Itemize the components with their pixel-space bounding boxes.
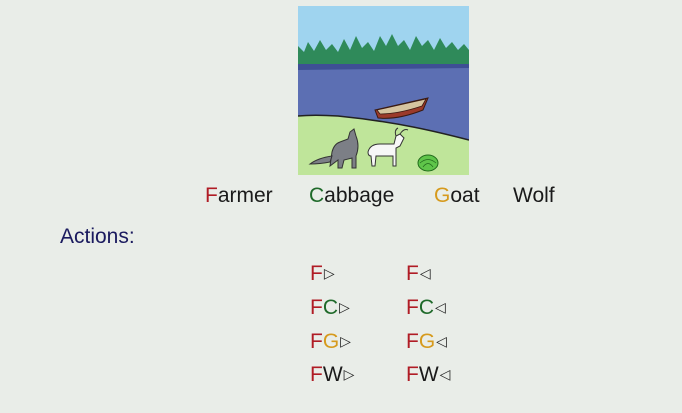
action-passenger-letter: C [418,296,434,319]
triangle-left-icon: ◁ [419,265,431,281]
triangle-right-icon: ▷ [323,265,335,281]
cabbage-initial: C [309,184,325,207]
action-farmer-letter: F [310,296,323,319]
actions-heading: Actions: [60,225,135,248]
action-f-left: F◁ [406,262,431,286]
legend: Farmer Cabbage Goat Wolf [0,184,682,214]
legend-goat: Goat [434,184,480,208]
goat-icon [367,127,409,167]
triangle-left-icon: ◁ [439,366,451,382]
goat-initial: G [434,184,451,207]
action-passenger-letter: G [322,330,340,353]
legend-cabbage: Cabbage [309,184,394,208]
action-fw-left: FW◁ [406,363,450,387]
action-passenger-letter: G [418,330,436,353]
action-fg-left: FG◁ [406,330,447,354]
triangle-left-icon: ◁ [435,299,446,315]
action-farmer-letter: F [310,363,323,386]
action-passenger-letter: C [322,296,338,319]
legend-wolf: Wolf [513,184,555,208]
triangle-right-icon: ▷ [340,333,351,349]
action-farmer-letter: F [310,330,323,353]
triangle-right-icon: ▷ [343,366,355,382]
cabbage-icon [417,154,439,172]
boat-icon [374,97,429,119]
action-passenger-letter: W [418,363,439,386]
farmer-initial: F [205,184,218,207]
action-farmer-letter: F [406,262,419,285]
action-farmer-letter: F [406,330,419,353]
goat-label-rest: oat [450,184,480,207]
action-fg-right: FG▷ [310,330,351,354]
action-farmer-letter: F [310,262,323,285]
wolf-icon [308,128,359,169]
action-fc-right: FC▷ [310,296,350,320]
river-icon [298,64,469,140]
action-f-right: F▷ [310,262,335,286]
wolf-label: Wolf [513,184,555,207]
action-fw-right: FW▷ [310,363,354,387]
river-crossing-illustration [298,6,469,175]
legend-farmer: Farmer [205,184,273,208]
trees-icon [298,34,469,64]
triangle-left-icon: ◁ [436,333,447,349]
action-farmer-letter: F [406,296,419,319]
action-farmer-letter: F [406,363,419,386]
triangle-right-icon: ▷ [339,299,350,315]
cabbage-label-rest: abbage [324,184,395,207]
action-fc-left: FC◁ [406,296,446,320]
action-passenger-letter: W [322,363,343,386]
farmer-label-rest: armer [217,184,273,207]
